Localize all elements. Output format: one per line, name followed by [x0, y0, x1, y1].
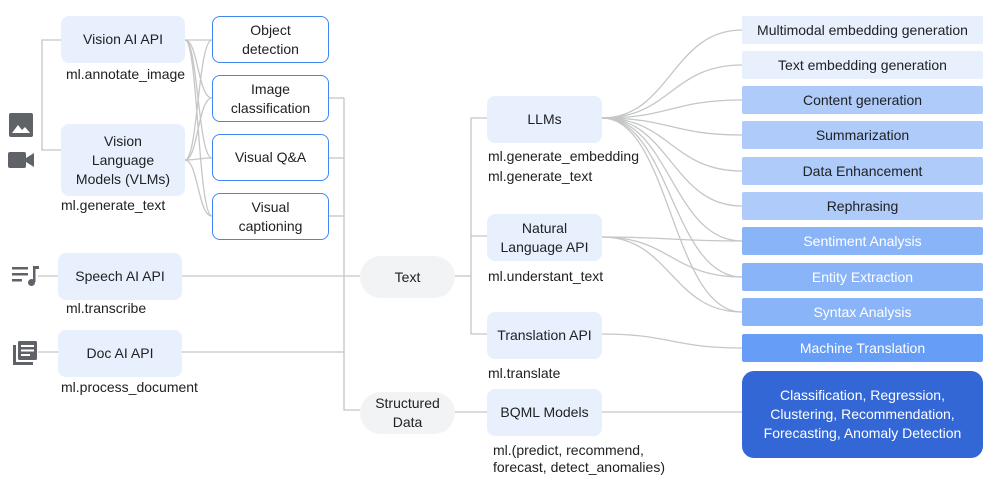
- translation-cap-link: [601, 333, 743, 349]
- bqml-function-line1: ml.(predict, recommend,: [493, 442, 644, 458]
- llms-function-embedding: ml.generate_embedding: [488, 148, 639, 164]
- speech-ai-api-box: Speech AI API: [58, 253, 182, 300]
- image-icon: [9, 113, 33, 137]
- task-object-detection: Object detection: [212, 16, 329, 63]
- capability-multimodal-embedding: Multimodal embedding generation: [742, 16, 983, 44]
- translation-api-box: Translation API: [487, 312, 602, 359]
- translation-api-function: ml.translate: [488, 365, 561, 381]
- llms-box: LLMs: [487, 96, 602, 143]
- vlm-function: ml.generate_text: [61, 197, 166, 213]
- vision-ai-api-box: Vision AI API: [61, 16, 185, 63]
- structured-data-hub: Structured Data: [360, 392, 455, 434]
- trunk-line: [343, 98, 360, 411]
- llm-cap-link: [601, 117, 743, 207]
- capability-label: Multimodal embedding generation: [757, 21, 968, 38]
- llm-cap-link: [601, 64, 743, 119]
- llm-cap-link: [601, 117, 743, 278]
- bqml-label: BQML Models: [500, 404, 589, 420]
- capability-label: Text embedding generation: [778, 56, 947, 73]
- text-hub-bracket: [470, 117, 487, 335]
- capability-content-generation: Content generation: [742, 86, 983, 114]
- capability-text-embedding: Text embedding generation: [742, 51, 983, 79]
- capability-sentiment-analysis: Sentiment Analysis: [742, 227, 983, 255]
- capability-summarization: Summarization: [742, 121, 983, 149]
- vlm-task-link: [184, 97, 213, 161]
- llm-cap-link: [601, 117, 743, 172]
- capability-label: Summarization: [815, 126, 910, 143]
- llms-function-text: ml.generate_text: [488, 168, 593, 184]
- task-image-classification: Image classification: [212, 75, 329, 122]
- capability-machine-translation: Machine Translation: [742, 334, 983, 362]
- structured-data-hub-label: Structured Data: [375, 395, 440, 430]
- llm-cap-link: [601, 117, 743, 242]
- speech-ai-function: ml.transcribe: [66, 300, 147, 316]
- capability-label: Rephrasing: [826, 197, 899, 214]
- bqml-function-line2: forecast, detect_anomalies): [493, 459, 665, 475]
- doc-ai-function: ml.process_document: [61, 379, 198, 395]
- vlm-task-link: [184, 157, 213, 161]
- vision-api-task-link: [184, 39, 213, 99]
- videocam-icon: [8, 152, 34, 168]
- input-bracket-line: [41, 39, 61, 151]
- ml-tasks-label: Classification, Regression, Clustering, …: [763, 387, 962, 441]
- speech-ai-api-label: Speech AI API: [75, 268, 165, 284]
- capability-label: Entity Extraction: [811, 268, 914, 285]
- task-label: Image classification: [230, 80, 311, 116]
- task-label: Visual captioning: [238, 198, 303, 234]
- doc-ai-api-box: Doc AI API: [58, 330, 182, 377]
- document-icon: [13, 341, 37, 365]
- vision-ai-api-label: Vision AI API: [83, 31, 163, 47]
- task-label: Object detection: [242, 21, 299, 57]
- capability-label: Content generation: [802, 91, 923, 108]
- capability-label: Sentiment Analysis: [803, 232, 922, 249]
- vlm-label: Vision Language Models (VLMs): [75, 132, 171, 187]
- capability-label: Machine Translation: [799, 339, 926, 356]
- llm-cap-link: [601, 117, 743, 136]
- llm-cap-link: [601, 29, 743, 119]
- capability-rephrasing: Rephrasing: [742, 192, 983, 220]
- text-hub-label: Text: [394, 268, 421, 285]
- nl-cap-link: [601, 236, 743, 242]
- llm-cap-link: [601, 99, 743, 119]
- ml-tasks-box: Classification, Regression, Clustering, …: [742, 371, 983, 458]
- task-label: Visual Q&A: [234, 149, 307, 165]
- capability-entity-extraction: Entity Extraction: [742, 263, 983, 291]
- capability-syntax-analysis: Syntax Analysis: [742, 298, 983, 326]
- text-hub: Text: [360, 256, 455, 298]
- capability-label: Syntax Analysis: [813, 303, 912, 320]
- nl-api-label: Natural Language API: [500, 219, 589, 255]
- vision-ai-function: ml.annotate_image: [66, 66, 186, 82]
- translation-api-label: Translation API: [497, 327, 592, 343]
- vlm-task-link: [184, 159, 213, 217]
- bqml-box: BQML Models: [487, 389, 602, 436]
- nl-api-box: Natural Language API: [487, 214, 602, 261]
- task-visual-qa: Visual Q&A: [212, 134, 329, 181]
- nl-cap-link: [601, 236, 743, 278]
- nl-api-function: ml.understant_text: [488, 268, 604, 284]
- task-visual-captioning: Visual captioning: [212, 193, 329, 240]
- llms-label: LLMs: [527, 111, 562, 127]
- llm-cap-link: [601, 117, 743, 313]
- capability-data-enhancement: Data Enhancement: [742, 157, 983, 185]
- doc-ai-api-label: Doc AI API: [86, 345, 154, 361]
- vlm-box: Vision Language Models (VLMs): [61, 124, 185, 196]
- music-note-icon: [12, 266, 39, 286]
- nl-cap-link: [601, 236, 743, 313]
- vlm-task-link: [184, 39, 213, 161]
- capability-label: Data Enhancement: [802, 162, 923, 179]
